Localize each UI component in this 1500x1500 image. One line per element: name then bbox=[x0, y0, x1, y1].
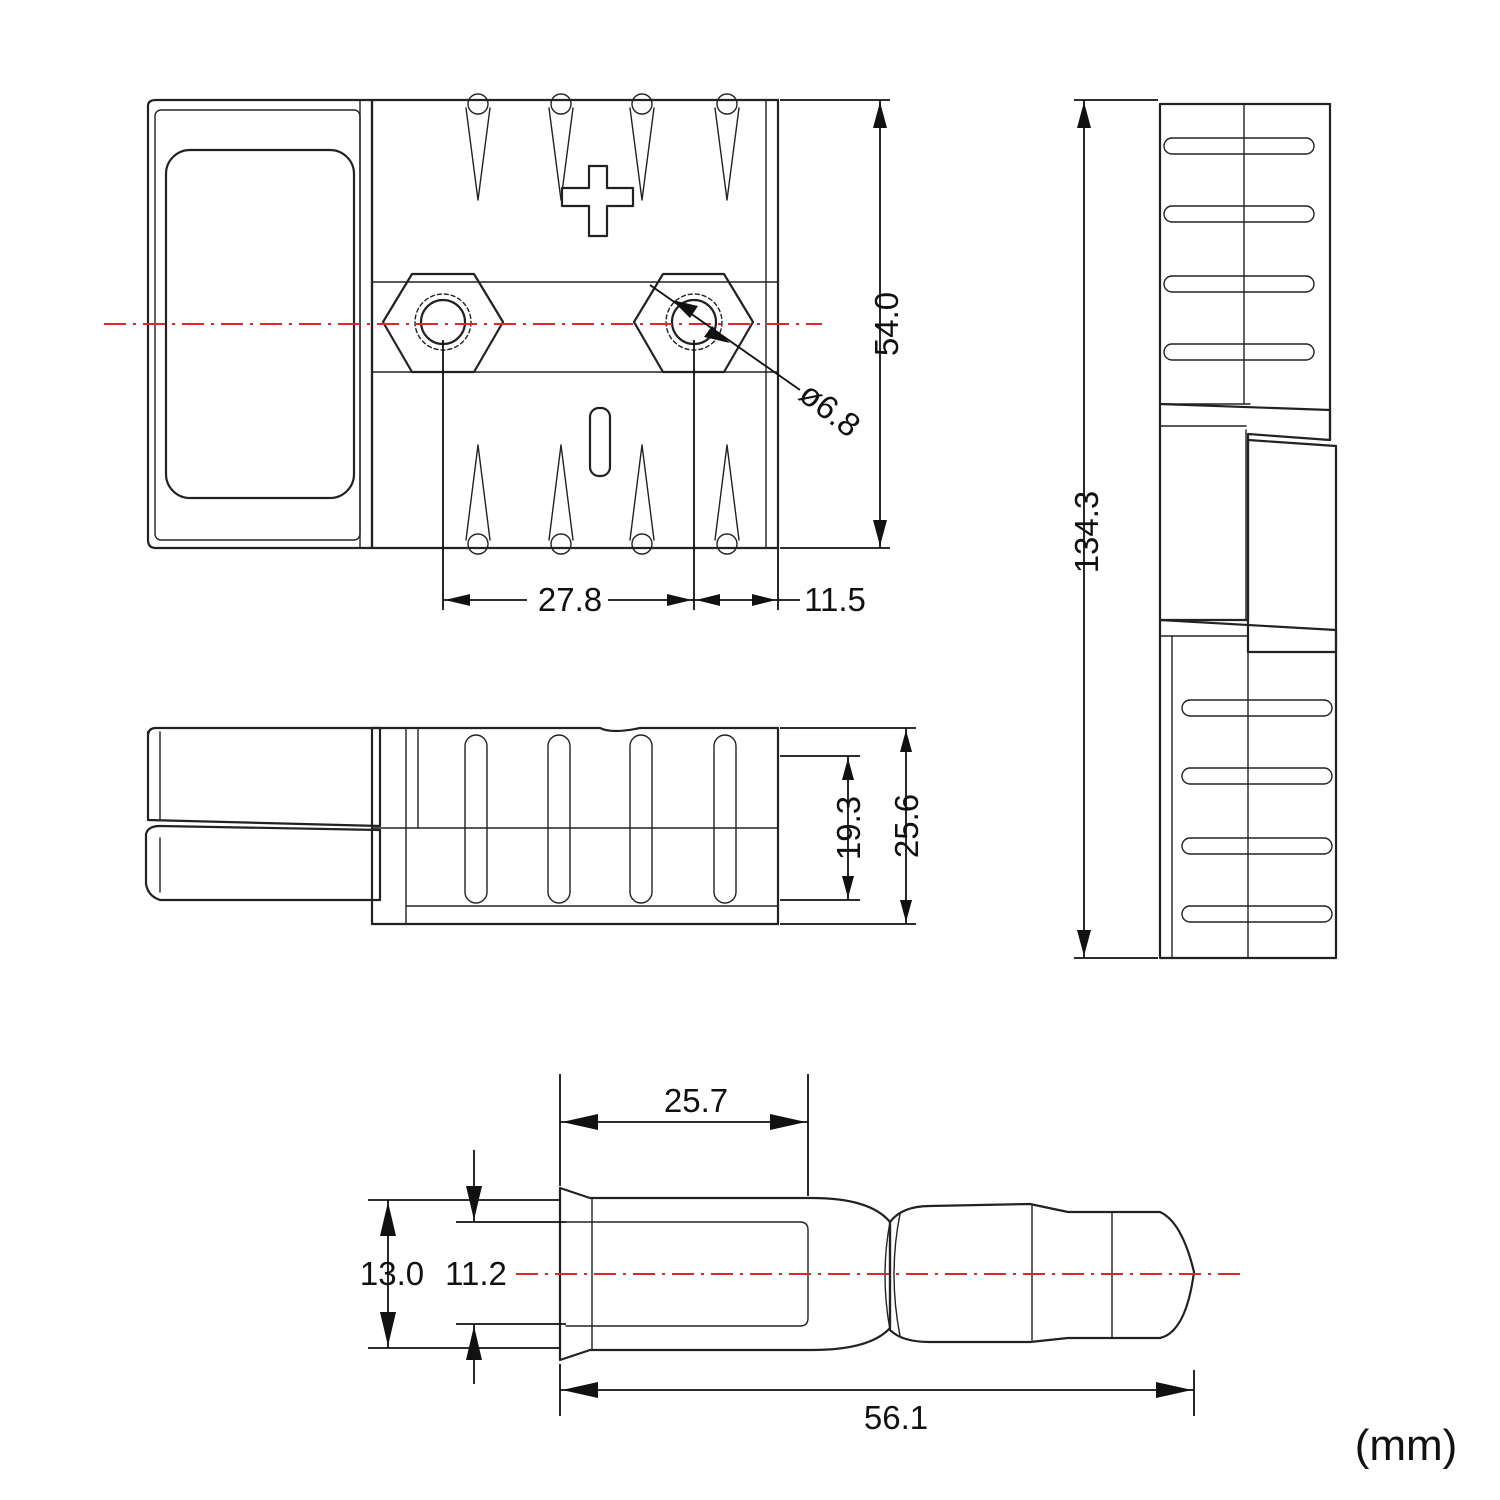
dim-contact-inner-dia: 11.2 bbox=[445, 1255, 507, 1292]
dim-hole-diameter: ø6.8 bbox=[793, 374, 868, 444]
unit-label: (mm) bbox=[1355, 1421, 1458, 1470]
dim-side-height: 25.6 bbox=[888, 794, 925, 858]
side-view bbox=[144, 726, 916, 926]
contact-view bbox=[368, 1074, 1240, 1416]
plus-icon bbox=[560, 164, 635, 238]
dim-contact-length: 25.7 bbox=[664, 1082, 728, 1119]
minus-icon bbox=[588, 406, 612, 478]
dim-hole-edge: 11.5 bbox=[804, 581, 866, 618]
dim-hole-spacing: 27.8 bbox=[538, 581, 602, 618]
dim-front-height: 54.0 bbox=[868, 292, 905, 356]
dim-side-inner-height: 19.3 bbox=[830, 796, 867, 860]
dim-contact-outer-dia: 13.0 bbox=[360, 1255, 424, 1292]
front-view bbox=[104, 93, 890, 610]
top-view bbox=[1074, 99, 1338, 960]
dim-total-length: 134.3 bbox=[1068, 491, 1105, 574]
dim-contact-total-length: 56.1 bbox=[864, 1399, 928, 1436]
